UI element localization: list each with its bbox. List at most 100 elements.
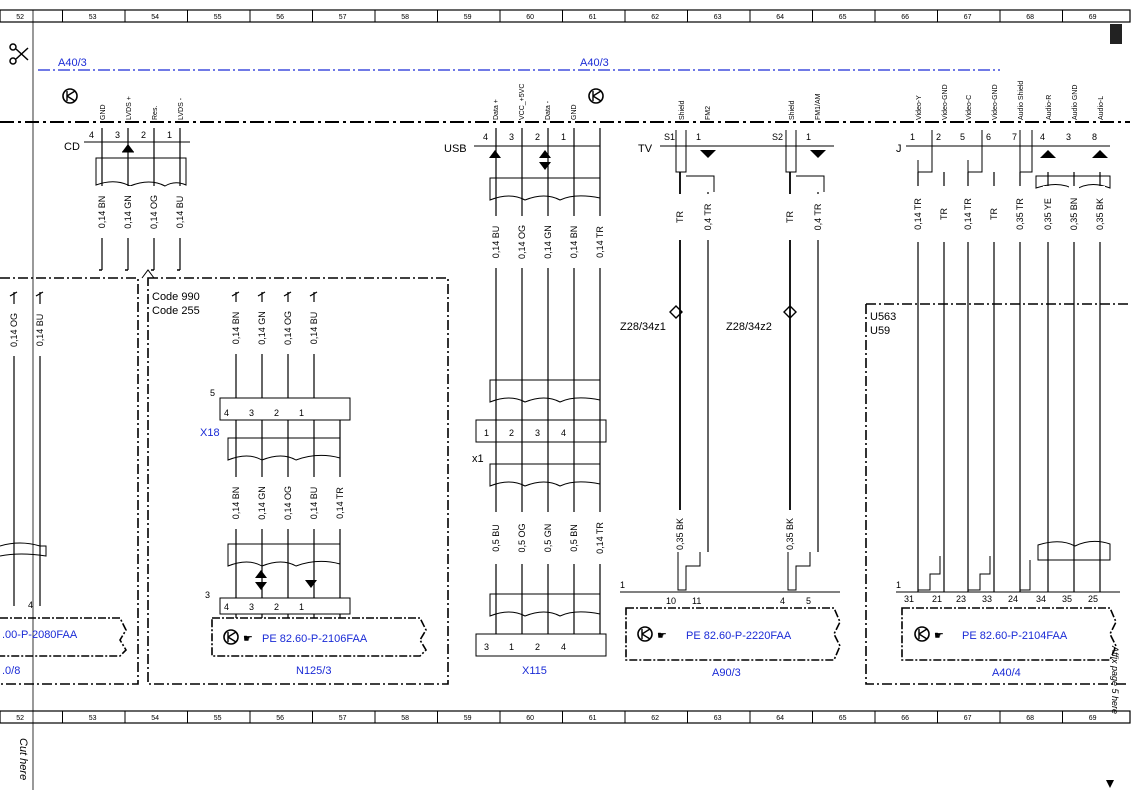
wire-color-label: 0,35 BK: [785, 518, 795, 550]
a40-pin: 23: [956, 594, 966, 604]
ruler-column-number: 54: [151, 14, 159, 21]
wire-color-label: 0,35 TR: [1015, 198, 1025, 230]
a90-pin: 4: [780, 596, 785, 606]
wire-color-label: 0,5 OG: [517, 523, 527, 552]
ruler-column-number: 58: [401, 14, 409, 21]
wire-color-label: 0,14 TR: [595, 522, 605, 554]
label-u563: U563: [870, 311, 896, 323]
ruler-column-number: 64: [776, 14, 784, 21]
ruler-column-number: 62: [651, 715, 659, 722]
wire-color-label: 0,14 GN: [257, 311, 267, 345]
a90-ref-link[interactable]: PE 82.60-P-2220FAA: [686, 630, 792, 642]
ruler-column-number: 69: [1089, 14, 1097, 21]
label-x115: X115: [522, 665, 547, 677]
usb-signal: VCC_+5VC: [519, 84, 526, 120]
label-u59: U59: [870, 325, 890, 337]
x115-pin: 3: [484, 642, 489, 652]
usb-pin: 1: [561, 132, 566, 142]
j-pin: 3: [1066, 132, 1071, 142]
cd-connector: CD 4 3 2 1 GND LVDS + Res. LVDS -: [64, 96, 190, 187]
a90-pin: 10: [666, 596, 676, 606]
cd-pin: 2: [141, 130, 146, 140]
x115-pin: 2: [535, 642, 540, 652]
pointing-hand-icon: ☛: [934, 630, 944, 642]
wire-color-label: TR: [785, 211, 795, 223]
cd-signal: GND: [100, 104, 107, 120]
wire-color-label: 0,14 BN: [97, 196, 107, 229]
a40-pin: 33: [982, 594, 992, 604]
ruler-column-number: 58: [401, 715, 409, 722]
wire-color-label: 0,14 BN: [569, 226, 579, 259]
wire-color-label: 0,14 BN: [231, 487, 241, 520]
a40-pin: 25: [1088, 594, 1098, 604]
tv-signal: FM1/AM: [815, 93, 822, 120]
ruler-column-number: 56: [276, 715, 284, 722]
x18-bot-pin: 1: [299, 602, 304, 612]
j-signal: Video-GND: [942, 84, 949, 120]
a40-ref-link[interactable]: PE 82.60-P-2104FAA: [962, 630, 1068, 642]
ruler-column-number: 65: [839, 14, 847, 21]
x18-bot-side-pin: 3: [205, 590, 210, 600]
wire-color-label: TR: [675, 211, 685, 223]
page-marker-icon: [1110, 24, 1122, 44]
ruler-column-number: 52: [16, 14, 24, 21]
cd-signal: LVDS +: [126, 96, 133, 120]
ruler-column-number: 55: [214, 14, 222, 21]
label-code990: Code 990: [152, 291, 200, 303]
x18-pin: 1: [299, 408, 304, 418]
wire-color-label: 0,14 OG: [517, 225, 527, 259]
ruler-column-number: 67: [964, 715, 972, 722]
x1-pin: 4: [561, 428, 566, 438]
label-x1: x1: [472, 453, 484, 465]
label-z28-34z2: Z28/34z2: [726, 321, 772, 333]
cd-pin: 1: [167, 130, 172, 140]
j-pin: 8: [1092, 132, 1097, 142]
down-arrow-icon: [1106, 780, 1114, 788]
ruler-column-number: 55: [214, 715, 222, 722]
pointing-hand-icon: ☛: [243, 633, 253, 645]
x1-x115-column: 1 2 3 4 x1 3 1 2 4 X115: [472, 379, 607, 677]
wire-color-label: 0,14 GN: [123, 195, 133, 229]
wire-color-label: 0,14 OG: [9, 313, 19, 347]
usb-pin: 3: [509, 132, 514, 142]
tv-pin: S1: [664, 132, 675, 142]
wire-color-label: 0,14 OG: [283, 486, 293, 520]
ruler-column-number: 60: [526, 715, 534, 722]
a40-pin: 21: [932, 594, 942, 604]
label-cd: CD: [64, 141, 80, 153]
usb-pin: 2: [535, 132, 540, 142]
j-pin: 1: [910, 132, 915, 142]
ruler-column-number: 63: [714, 715, 722, 722]
ruler-column-number: 67: [964, 14, 972, 21]
j-connector: J 1Video-Y2Video-GND5Video-C6Video-GND7A…: [896, 81, 1111, 191]
ruler-column-number: 60: [526, 14, 534, 21]
ruler-column-number: 66: [901, 14, 909, 21]
j-signal: Video-Y: [916, 95, 923, 120]
n125-ref-link[interactable]: PE 82.60-P-2106FAA: [262, 633, 368, 645]
a40-pin: 31: [904, 594, 914, 604]
x18-pin: 3: [249, 408, 254, 418]
wire-color-label: 0,5 GN: [543, 524, 553, 553]
a90-pin: 5: [806, 596, 811, 606]
usb-connector: USB 4 3 2 1 Data + VCC_+5VC Data - GND: [444, 84, 601, 201]
a40-side-pin: 1: [896, 580, 901, 590]
j-pin: 5: [960, 132, 965, 142]
scissors-icon: [9, 43, 29, 65]
j-pin: 2: [936, 132, 941, 142]
a40-pin: 34: [1036, 594, 1046, 604]
left-ref-link[interactable]: .00-P-2080FAA: [2, 629, 78, 641]
usb-signal: Data -: [545, 100, 552, 120]
label-j: J: [896, 143, 902, 155]
wire-color-label: 0,14 OG: [149, 195, 159, 229]
label-tv: TV: [638, 143, 653, 155]
wire-color-label: 0,14 TR: [913, 198, 923, 230]
x1-pin: 1: [484, 428, 489, 438]
j-pin: 4: [1040, 132, 1045, 142]
usb-pin: 4: [483, 132, 488, 142]
